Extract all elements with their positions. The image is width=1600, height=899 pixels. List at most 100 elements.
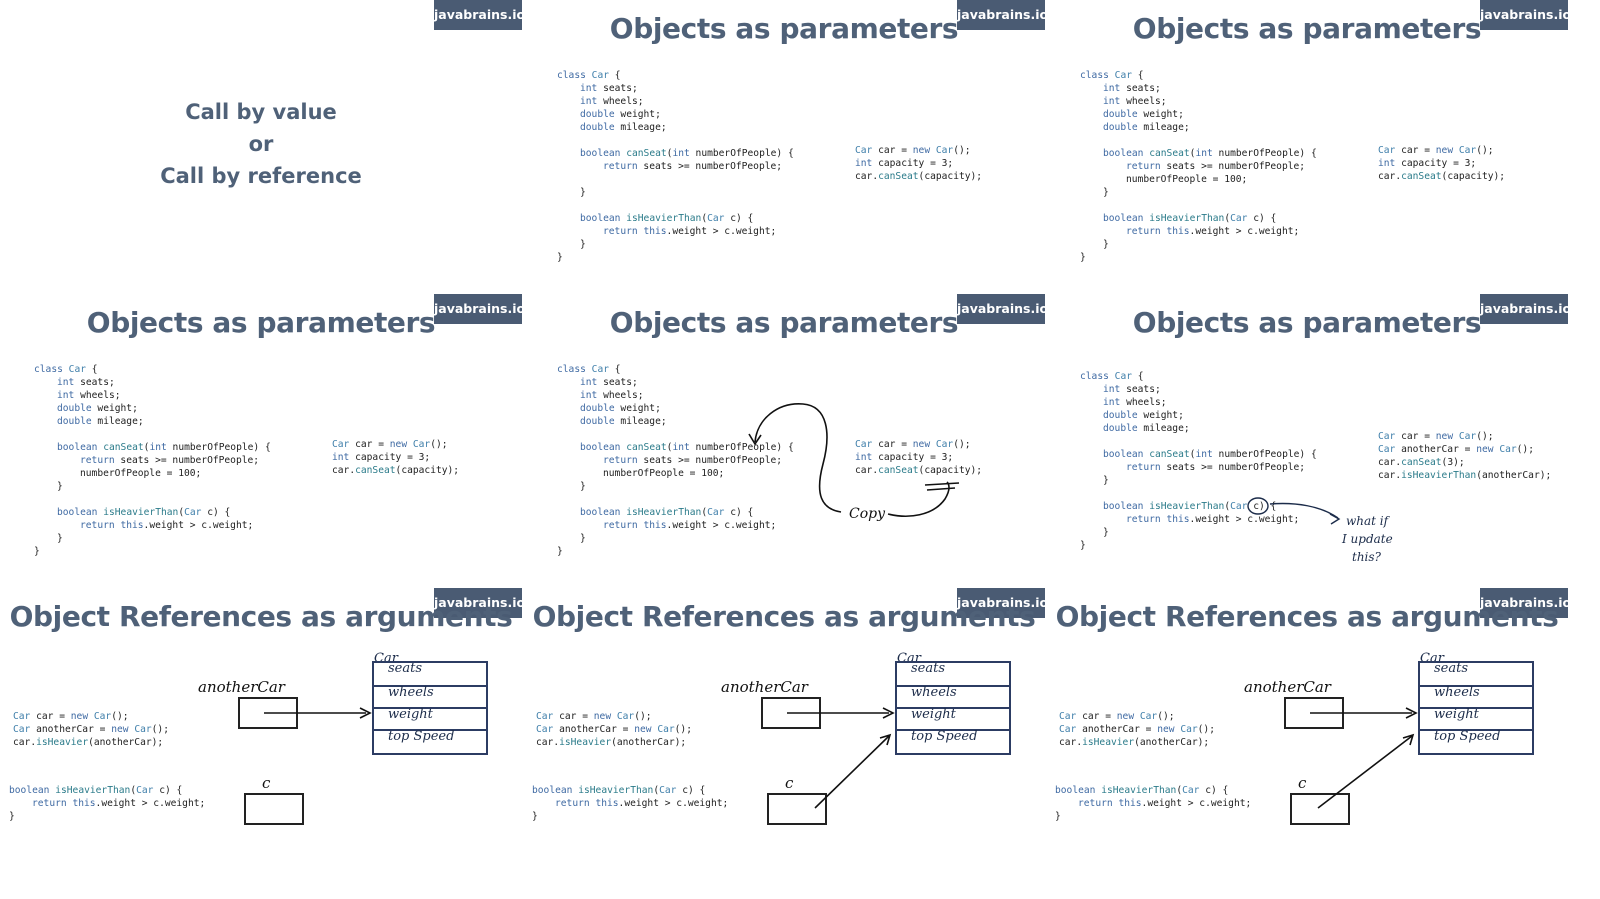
code-line: class Car { — [557, 70, 621, 81]
code-line: double mileage; — [1103, 122, 1190, 133]
code-line: boolean canSeat(int numberOfPeople) { — [1103, 148, 1317, 159]
code-line: boolean isHeavierThan(Car c) { — [9, 785, 183, 796]
code-line: } — [34, 546, 40, 557]
code-line: class Car { — [557, 364, 621, 375]
car-object-box: seats wheels weight top Speed — [372, 661, 488, 755]
code-line: } — [580, 239, 586, 250]
code-line: car.canSeat(capacity); — [855, 171, 983, 182]
code-line: int capacity = 3; — [1378, 158, 1477, 169]
another-car-label: anotherCar — [1244, 678, 1331, 696]
code-line: return this.weight > c.weight; — [603, 226, 777, 237]
brand-badge: javabrains.io — [434, 294, 522, 324]
car-class-code: class Car {int seats;int wheels;double w… — [1080, 69, 1317, 264]
code-line: Car car = new Car(); — [332, 439, 448, 450]
slide-8-object-references[interactable]: javabrains.io Object References as argum… — [523, 588, 1045, 876]
code-line: boolean canSeat(int numberOfPeople) { — [1103, 449, 1317, 460]
code-line: double weight; — [1103, 109, 1184, 120]
code-line: int wheels; — [1103, 96, 1167, 107]
code-line: } — [57, 533, 63, 544]
field-top-speed: top Speed — [911, 729, 978, 744]
code-line: int seats; — [57, 377, 115, 388]
caller-code: Car car = new Car();int capacity = 3;car… — [855, 438, 982, 477]
code-line: } — [1055, 811, 1061, 822]
code-line: double weight; — [580, 403, 661, 414]
code-line: } — [1103, 527, 1109, 538]
code-line: numberOfPeople = 100; — [80, 468, 202, 479]
c-ref-box — [244, 793, 304, 825]
what-if-annotation-1: what if — [1346, 514, 1389, 528]
code-line: } — [1103, 187, 1109, 198]
code-line: double weight; — [1103, 410, 1184, 421]
code-line: int wheels; — [580, 96, 644, 107]
code-line: } — [1103, 239, 1109, 250]
code-line: car.canSeat(capacity); — [332, 465, 460, 476]
brand-badge: javabrains.io — [957, 294, 1045, 324]
code-line: int wheels; — [1103, 397, 1167, 408]
c-label: c — [1298, 774, 1307, 792]
c-ref-box — [1290, 793, 1350, 825]
method-code: boolean isHeavierThan(Car c) {return thi… — [1055, 784, 1251, 823]
c-ref-box — [767, 793, 827, 825]
code-line: Car car = new Car(); — [536, 711, 652, 722]
field-top-speed: top Speed — [1434, 729, 1501, 744]
brand-badge: javabrains.io — [1480, 588, 1568, 618]
car-class-code: class Car {int seats;int wheels;double w… — [557, 363, 794, 558]
c-label: c — [262, 774, 271, 792]
code-line: } — [580, 481, 586, 492]
code-line: boolean isHeavierThan(Car c) { — [580, 213, 754, 224]
brand-badge: javabrains.io — [434, 0, 522, 30]
another-car-ref-box — [238, 697, 298, 729]
code-line: boolean isHeavierThan(Car c) { — [580, 507, 754, 518]
slide-2-objects-as-parameters[interactable]: javabrains.io Objects as parameters clas… — [523, 0, 1045, 288]
code-line: Car car = new Car(); — [855, 439, 971, 450]
code-line: } — [57, 481, 63, 492]
car-class-code: class Car { int seats; int wheels; double w… — [1080, 370, 1317, 552]
code-line: Car car = new Car(); — [1378, 145, 1494, 156]
slide-7-object-references[interactable]: javabrains.io Object References as argum… — [0, 588, 522, 876]
code-line: double mileage; — [580, 416, 667, 427]
code-line: Car anotherCar = new Car(); — [13, 724, 169, 735]
field-weight: weight — [1434, 707, 1479, 722]
field-top-speed: top Speed — [388, 729, 455, 744]
another-car-ref-box — [1284, 697, 1344, 729]
code-line: car.canSeat(3); — [1378, 457, 1465, 468]
code-line: int capacity = 3; — [332, 452, 431, 463]
intro-text: Call by value or Call by reference — [0, 96, 522, 192]
code-line: Car anotherCar = new Car(); — [1059, 724, 1215, 735]
code-line: Car car = new Car(); — [1059, 711, 1175, 722]
slide-title: Objects as parameters — [1132, 306, 1482, 339]
slide-6-objects-as-parameters-what-if[interactable]: javabrains.io Objects as parameters clas… — [1046, 294, 1568, 582]
code-line: boolean canSeat(int numberOfPeople) { — [57, 442, 271, 453]
slide-3-objects-as-parameters[interactable]: javabrains.io Objects as parameters clas… — [1046, 0, 1568, 288]
code-line: int seats; — [580, 377, 638, 388]
code-line: int seats; — [580, 83, 638, 94]
method-code: boolean isHeavierThan(Car c) {return thi… — [9, 784, 205, 823]
field-seats: seats — [911, 661, 946, 676]
code-line: class Car { — [34, 364, 98, 375]
code-line: boolean isHeavierThan(Car c) { — [57, 507, 231, 518]
slide-4-objects-as-parameters[interactable]: javabrains.io Objects as parameters clas… — [0, 294, 522, 582]
code-line: numberOfPeople = 100; — [603, 468, 725, 479]
another-car-label: anotherCar — [198, 678, 285, 696]
field-seats: seats — [1434, 661, 1469, 676]
code-line: int seats; — [1103, 83, 1161, 94]
slide-title: Objects as parameters — [609, 306, 959, 339]
slide-5-objects-as-parameters-copy[interactable]: javabrains.io Objects as parameters clas… — [523, 294, 1045, 582]
code-line: return seats >= numberOfPeople; — [603, 161, 783, 172]
code-line: int wheels; — [57, 390, 121, 401]
code-line: car.canSeat(capacity); — [855, 465, 983, 476]
code-line: class Car { — [1080, 371, 1144, 382]
code-line: int seats; — [1103, 384, 1161, 395]
field-wheels: wheels — [388, 685, 434, 700]
another-car-ref-box — [761, 697, 821, 729]
code-line: numberOfPeople = 100; — [1126, 174, 1248, 185]
code-line: return seats >= numberOfPeople; — [1126, 161, 1306, 172]
slide-9-object-references[interactable]: javabrains.io Object References as argum… — [1046, 588, 1568, 876]
slide-1-intro[interactable]: javabrains.io Call by value or Call by r… — [0, 0, 522, 288]
code-line: double mileage; — [580, 122, 667, 133]
code-line: } — [557, 252, 563, 263]
caller-code: Car car = new Car(); Car anotherCar = new… — [1059, 710, 1215, 749]
intro-line-3: Call by reference — [160, 164, 362, 188]
code-line: double mileage; — [1103, 423, 1190, 434]
caller-code: Car car = new Car(); int capacity = 3; car… — [332, 438, 459, 477]
